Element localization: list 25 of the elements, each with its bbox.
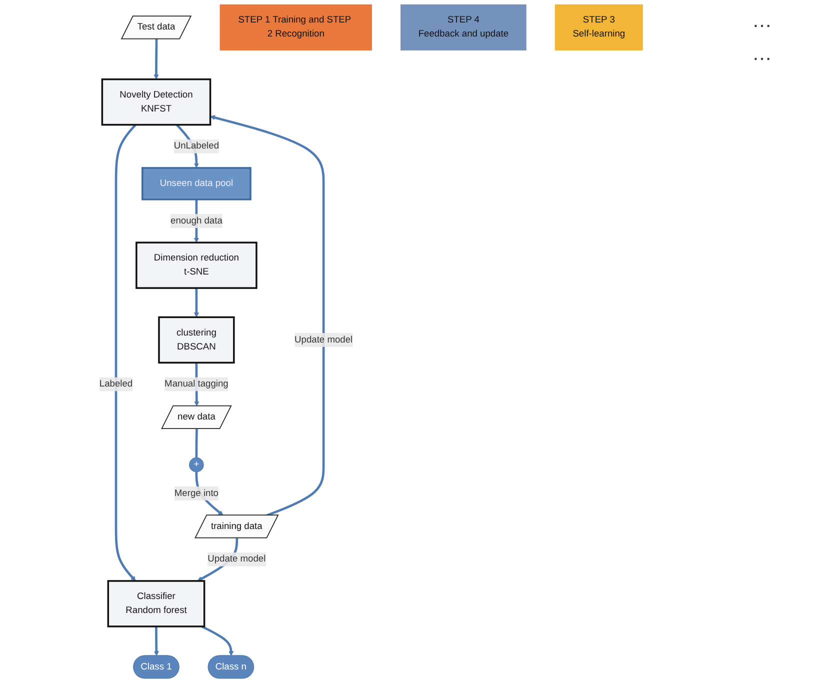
node-box: Unseen data pool: [142, 167, 252, 200]
arrow: [210, 115, 325, 516]
edge-label: enough data: [170, 216, 222, 226]
node-box: clustering DBSCAN: [158, 316, 235, 364]
edge-label: Merge into: [174, 488, 218, 498]
arrow: [194, 288, 199, 318]
edge-label: Update model: [294, 334, 353, 345]
arrow: [114, 124, 136, 582]
ellipsis-text: …: [752, 43, 773, 66]
node-box: Dimension reduction t-SNE: [136, 242, 258, 289]
edge-label: Labeled: [99, 379, 133, 389]
edge-label: UnLabeled: [174, 141, 220, 152]
node-box: STEP 1 Training and STEP 2 Recognition: [220, 4, 372, 50]
arrow: [154, 626, 159, 656]
arrow: [154, 39, 159, 80]
node-box: Novelty Detection KNFST: [101, 78, 212, 126]
node-circle: +: [189, 457, 204, 472]
connector: [195, 428, 198, 458]
ellipsis-text: …: [752, 10, 773, 33]
node-box: STEP 3 Self-learning: [554, 4, 643, 50]
edge-label: Manual tagging: [164, 379, 228, 389]
edge-label: Update model: [208, 554, 266, 564]
node-box: Classifier Random forest: [107, 580, 206, 628]
node-box: STEP 4 Feedback and update: [400, 4, 526, 50]
arrow: [201, 625, 234, 656]
